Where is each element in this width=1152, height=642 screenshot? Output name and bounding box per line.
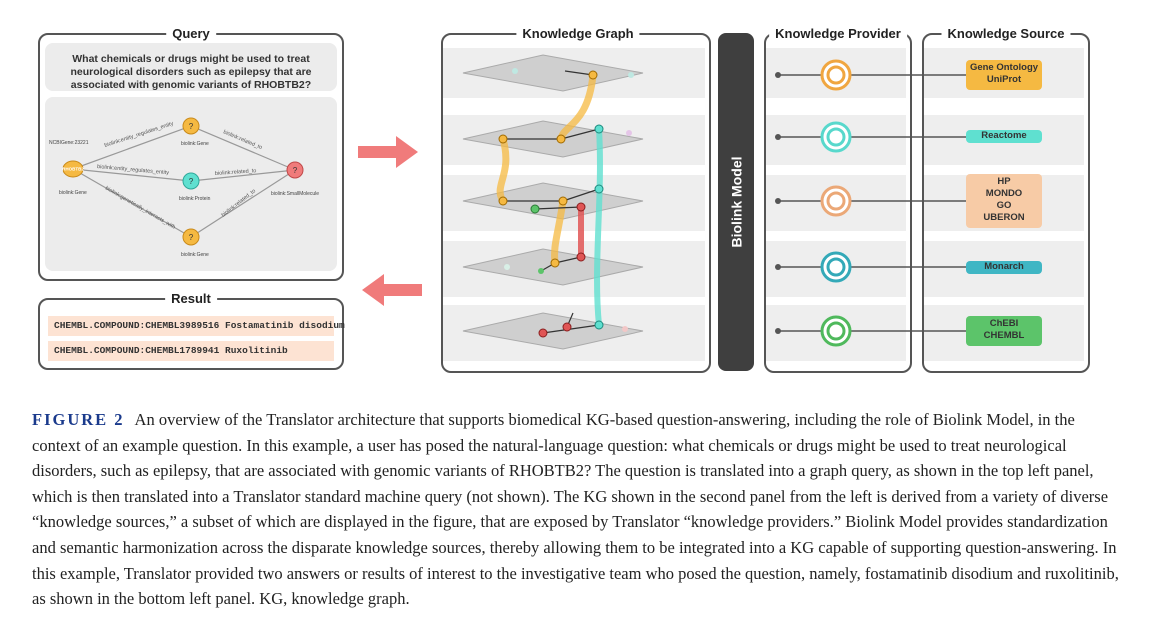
result-panel: Result CHEMBL.COMPOUND:CHEMBL3989516 Fos… xyxy=(38,291,345,370)
source-label-hp-mondo: HP MONDO GO UBERON xyxy=(966,174,1042,228)
kg-node xyxy=(512,68,518,74)
biolink-model-label: Biolink Model xyxy=(728,156,744,248)
query-edge xyxy=(190,169,296,182)
source-label-monarch: Monarch xyxy=(966,261,1042,274)
result-row: CHEMBL.COMPOUND:CHEMBL1789941 Ruxolitini… xyxy=(48,341,334,361)
query-node-mid xyxy=(182,172,200,190)
query-node-right xyxy=(286,161,304,179)
biolink-model-label-wrap: Biolink Model xyxy=(718,33,754,371)
kg-node xyxy=(588,70,598,80)
query-node-type: biolink:Gene xyxy=(181,141,209,147)
kg-node xyxy=(556,134,566,144)
result-title: Result xyxy=(165,291,217,306)
query-node-mark: ? xyxy=(293,166,298,175)
kg-connector xyxy=(594,128,603,326)
kg-node xyxy=(622,326,628,332)
provider-source-rows xyxy=(766,48,1084,361)
query-title: Query xyxy=(166,26,216,41)
query-question: What chemicals or drugs might be used to… xyxy=(70,53,312,91)
provider-ring-icon xyxy=(820,59,852,91)
query-edge-label: biolink:related_to xyxy=(221,188,257,218)
kg-node xyxy=(530,204,540,214)
provider-ring-icon xyxy=(820,251,852,283)
source-label-gene-ontology: Gene Ontology UniProt xyxy=(966,60,1042,90)
query-edge xyxy=(190,169,296,238)
query-node-type: biolink:Gene xyxy=(59,190,87,196)
query-panel: Query What chemicals or drugs might be u… xyxy=(38,26,344,281)
query-edge xyxy=(72,168,192,182)
source-label-reactome: Reactome xyxy=(966,130,1042,143)
query-node-bottom xyxy=(182,228,200,246)
kg-node xyxy=(594,184,604,194)
knowledge-graph-layers xyxy=(443,48,705,361)
kg-node xyxy=(562,322,572,332)
query-node-rhobtb2 xyxy=(62,160,84,178)
knowledge-graph-title: Knowledge Graph xyxy=(516,26,640,41)
query-node-label: RHOBTB2 xyxy=(62,167,84,172)
kg-node xyxy=(628,72,634,78)
kg-node xyxy=(504,264,510,270)
question-box: What chemicals or drugs might be used to… xyxy=(45,43,337,91)
caption-text: An overview of the Translator architectu… xyxy=(32,410,1119,609)
kg-node xyxy=(594,124,604,134)
kg-node xyxy=(626,130,632,136)
query-node-mark: ? xyxy=(189,233,194,242)
kg-node xyxy=(538,328,548,338)
biolink-model-bar xyxy=(718,33,754,371)
arrow-left-icon xyxy=(362,274,422,306)
query-node-mark: ? xyxy=(189,122,194,131)
kg-node xyxy=(558,196,568,206)
figure-label: FIGURE 2 xyxy=(32,410,125,429)
query-node-type: biolink:Gene xyxy=(181,252,209,258)
query-edge xyxy=(72,168,192,238)
provider-ring-icon xyxy=(820,315,852,347)
query-node-id: NCBIGene:23221 xyxy=(49,140,89,146)
query-edge xyxy=(72,125,192,170)
kg-node xyxy=(538,268,544,274)
query-node-type: biolink:Protein xyxy=(179,196,211,202)
query-node-mark: ? xyxy=(189,177,194,186)
arrow-right-icon xyxy=(358,136,418,168)
query-graph: biolink:entity_regulates_entity biolink:… xyxy=(49,117,319,258)
kg-plane xyxy=(462,54,644,92)
query-edge xyxy=(190,125,296,171)
knowledge-provider-title: Knowledge Provider xyxy=(769,26,907,41)
kg-node xyxy=(576,252,586,262)
result-row: CHEMBL.COMPOUND:CHEMBL3989516 Fostamatin… xyxy=(48,316,345,336)
kg-node xyxy=(498,134,508,144)
knowledge-source-title: Knowledge Source xyxy=(941,26,1071,41)
query-edge-label: biolink:genetically_interacts_with xyxy=(104,186,176,231)
kg-node xyxy=(498,196,508,206)
provider-ring-icon xyxy=(820,185,852,217)
source-label-chebi-chembl: ChEBI CHEMBL xyxy=(966,316,1042,346)
query-edge-label: biolink:entity_regulates_entity xyxy=(97,164,170,176)
query-graph-box: biolink:entity_regulates_entity biolink:… xyxy=(45,97,337,271)
kg-node xyxy=(550,258,560,268)
query-node-top xyxy=(182,117,200,135)
query-edge-label: biolink:related_to xyxy=(215,168,257,177)
kg-connector xyxy=(496,138,510,203)
kg-node xyxy=(594,320,604,330)
kg-node xyxy=(576,202,586,212)
query-node-type: biolink:SmallMolecule xyxy=(271,191,319,197)
provider-ring-icon xyxy=(820,121,852,153)
